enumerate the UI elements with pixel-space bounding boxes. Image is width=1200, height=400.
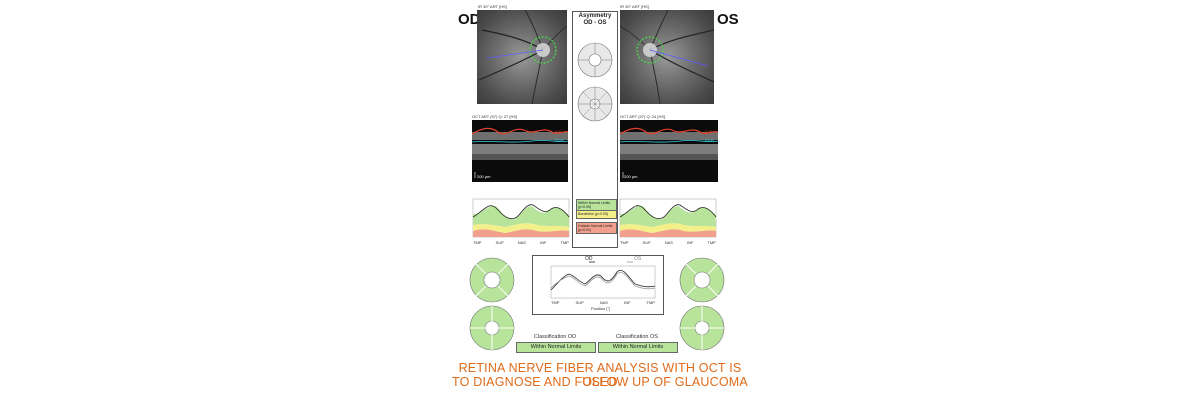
- os-sector-tmp2: TMP: [707, 240, 716, 245]
- od-six-sector-chart: [468, 304, 516, 357]
- os-fundus-image: [620, 10, 714, 104]
- caption-line-1: RETINA NERVE FIBER ANALYSIS WITH OCT IS …: [458, 361, 742, 389]
- legend-outside-normal: Outside Normal Limits (p<0.01): [576, 222, 617, 234]
- comparison-graph-panel: OD OS TMP SUP NAS INF TMP Position [°]: [532, 255, 664, 315]
- asymmetry-sector-chart: [577, 40, 613, 85]
- os-oct-caption: OCT ART (97) Q: 24 [HS]: [620, 114, 666, 119]
- os-fundus-caption: IR 30° ART [HS]: [620, 4, 649, 9]
- classification-os-label: Classification OS: [616, 334, 658, 340]
- os-graph-sector-labels: TMP SUP NAS INF TMP: [620, 240, 716, 245]
- od-oct-caption: OCT ART (97) Q: 27 [HS]: [472, 114, 518, 119]
- caption-line-2: TO DIAGNOSE AND FOLLOW UP OF GLAUCOMA: [452, 375, 748, 389]
- asymmetry-subtitle: OD - OS: [583, 20, 607, 26]
- os-sector-nas: NAS: [664, 240, 673, 245]
- classification-os-value: Within Normal Limits: [598, 342, 678, 353]
- os-six-sector-chart: [678, 304, 726, 357]
- classification-od-label: Classification OD: [533, 334, 577, 340]
- os-oct-scan: ILM RNFL: [620, 120, 718, 182]
- sector-nas: NAS: [599, 300, 608, 305]
- os-scale-bar: 200 µm: [624, 174, 638, 179]
- od-quadrant-chart: [468, 256, 516, 309]
- od-label: OD: [458, 11, 481, 28]
- classification-od-value: Within Normal Limits: [516, 342, 596, 353]
- od-sector-nas: NAS: [517, 240, 526, 245]
- os-sector-tmp1: TMP: [620, 240, 629, 245]
- graph-x-axis-label: Position [°]: [591, 306, 611, 311]
- od-sector-tmp1: TMP: [473, 240, 482, 245]
- sector-tmp2: TMP: [646, 300, 655, 305]
- sector-inf: INF: [624, 300, 631, 305]
- os-sector-inf: INF: [687, 240, 694, 245]
- svg-text:ILM: ILM: [555, 129, 562, 134]
- svg-text:ILM: ILM: [705, 129, 712, 134]
- svg-text:RNFL: RNFL: [555, 138, 566, 143]
- asymmetry-title: Asymmetry: [578, 13, 612, 19]
- os-label: OS: [717, 11, 739, 28]
- sector-tmp1: TMP: [551, 300, 560, 305]
- os-sector-sup: SUP: [642, 240, 651, 245]
- asymmetry-six-sector-chart: [577, 84, 613, 129]
- od-rnfl-graph: [465, 197, 573, 252]
- svg-text:RNFL: RNFL: [705, 138, 716, 143]
- od-sector-tmp2: TMP: [560, 240, 569, 245]
- od-fundus-caption: IR 30° ART [HS]: [478, 4, 507, 9]
- os-rnfl-graph: [618, 197, 726, 252]
- graph-legend-os: OS: [634, 256, 642, 262]
- graph-legend-od: OD: [585, 256, 593, 262]
- od-sector-inf: INF: [540, 240, 547, 245]
- os-quadrant-chart: [678, 256, 726, 309]
- od-scale-bar: 200 µm: [477, 174, 491, 179]
- od-oct-scan: ILM RNFL: [472, 120, 568, 182]
- graph-sector-labels: TMP SUP NAS INF TMP: [551, 300, 655, 305]
- od-fundus-image: [477, 10, 567, 104]
- legend-borderline: Borderline (p<0.05): [576, 210, 617, 219]
- sector-sup: SUP: [575, 300, 584, 305]
- od-sector-sup: SUP: [495, 240, 504, 245]
- od-graph-sector-labels: TMP SUP NAS INF TMP: [473, 240, 569, 245]
